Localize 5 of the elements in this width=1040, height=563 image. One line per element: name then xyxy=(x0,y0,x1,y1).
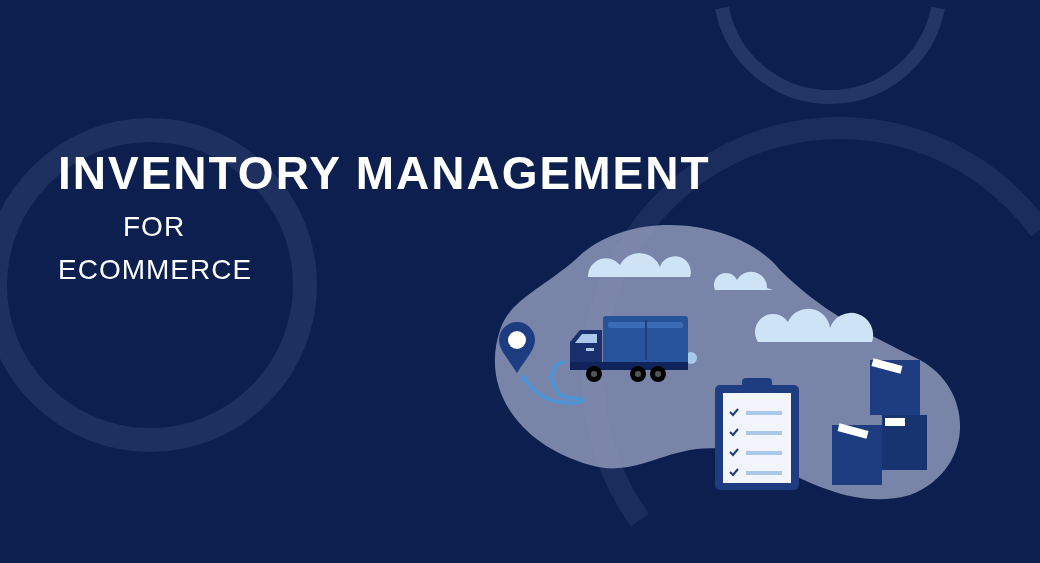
location-pin-icon xyxy=(498,322,536,374)
arrow xyxy=(520,360,584,405)
subtitle-text: FOR xyxy=(123,211,186,243)
title: INVENTORY MANAGEMENT xyxy=(58,146,711,200)
subtitle-text: ECOMMERCE xyxy=(58,254,253,286)
